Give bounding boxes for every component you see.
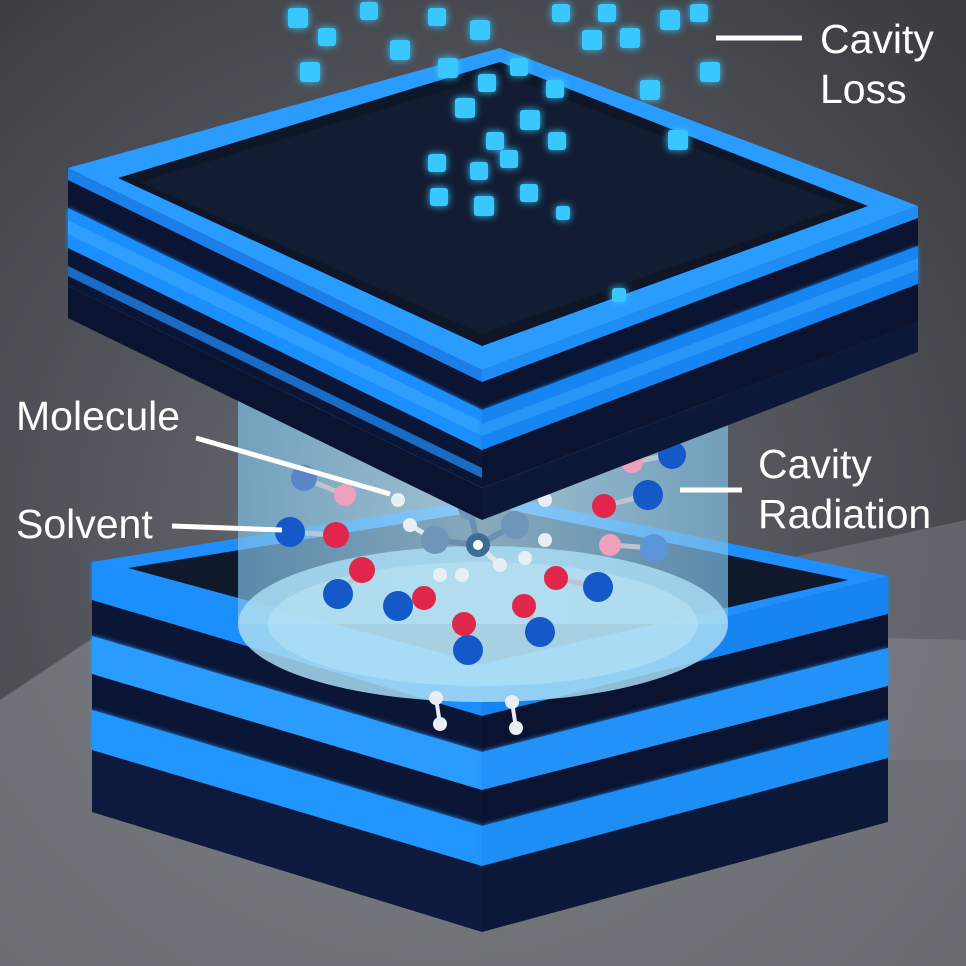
label-cavity-loss: Cavity Loss xyxy=(716,16,934,112)
solvent-molecule xyxy=(383,586,436,621)
solvent-text: Solvent xyxy=(16,501,153,547)
cavity-radiation-text-1: Cavity xyxy=(758,441,872,487)
label-solvent: Solvent xyxy=(16,501,283,547)
solvent-molecule xyxy=(275,517,349,548)
cavity-loss-text-2: Loss xyxy=(820,66,907,112)
lower-molecule xyxy=(429,691,523,735)
molecule-leader xyxy=(195,435,391,497)
cavity-loss-text-1: Cavity xyxy=(820,16,934,62)
solvent-molecule xyxy=(452,612,483,665)
solvent-molecule xyxy=(592,480,663,518)
solvent-leader xyxy=(171,523,283,533)
solvent-molecule xyxy=(323,557,375,609)
photons xyxy=(288,2,720,302)
solvent-molecule xyxy=(291,465,356,506)
label-molecule: Molecule xyxy=(16,393,391,497)
solvent-molecules xyxy=(275,441,686,665)
cavity-radiation-text-2: Radiation xyxy=(758,491,931,537)
solvent-molecule xyxy=(544,566,613,602)
label-cavity-radiation: Cavity Radiation xyxy=(680,441,931,537)
molecule-text: Molecule xyxy=(16,393,180,439)
solvent-molecule xyxy=(512,594,555,647)
solvent-molecule xyxy=(599,534,668,562)
